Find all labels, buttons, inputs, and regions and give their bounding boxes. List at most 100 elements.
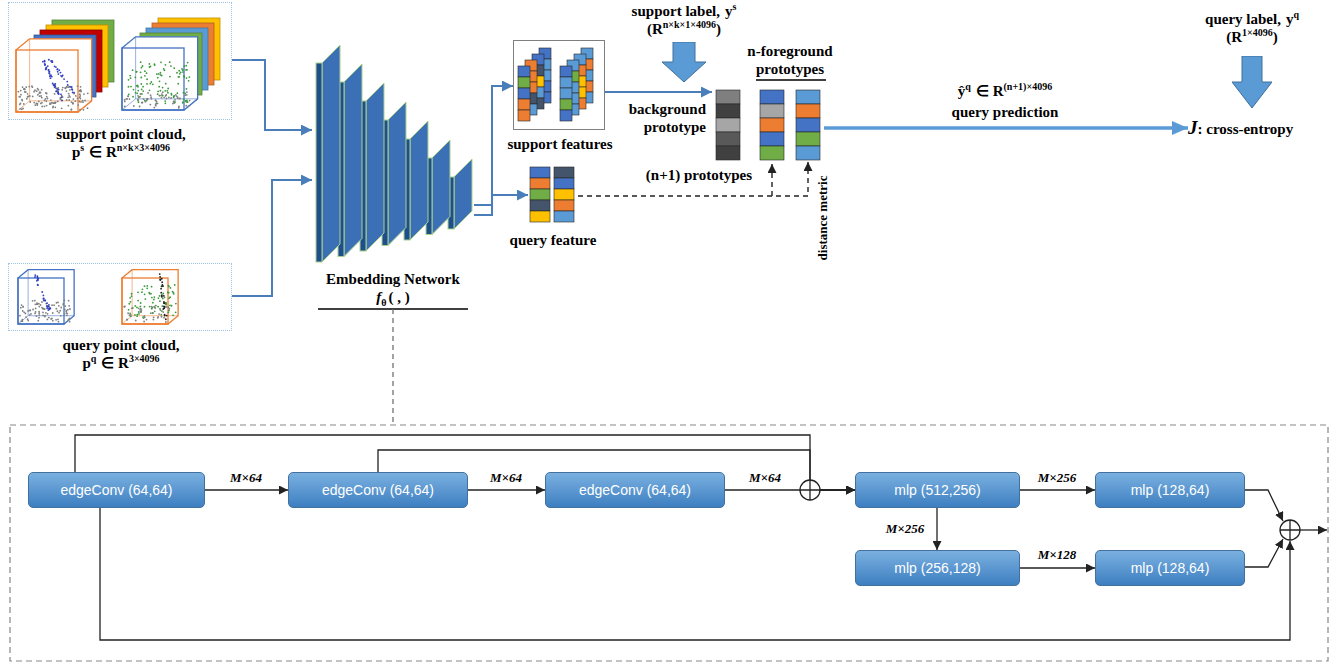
- cloud-point: [179, 98, 181, 100]
- cloud-point: [173, 95, 175, 97]
- cloud-point: [64, 305, 66, 307]
- cloud-point: [37, 88, 39, 90]
- cloud-point: [166, 98, 168, 100]
- cloud-point: [73, 93, 75, 95]
- cloud-point: [49, 307, 51, 309]
- cloud-point: [44, 60, 46, 62]
- cloud-point: [142, 102, 144, 104]
- cloud-point: [169, 296, 171, 298]
- cloud-point: [56, 88, 58, 90]
- cloud-point: [21, 108, 23, 110]
- cloud-point: [51, 102, 53, 104]
- cloud-point: [138, 97, 140, 99]
- cloud-point: [159, 279, 161, 281]
- cloud-point: [155, 305, 157, 307]
- cloud-point: [182, 101, 184, 103]
- cloud-point: [137, 95, 139, 97]
- cloud-point: [42, 312, 44, 314]
- cloud-point: [130, 77, 132, 79]
- query-point-cloud: query point cloud,pq∈ R3×4096: [8, 263, 232, 331]
- text-block: (R1×4096): [1172, 28, 1332, 46]
- cloud-point: [140, 61, 142, 63]
- cloud-point: [54, 106, 56, 108]
- feature-cell: [518, 88, 530, 99]
- cloud-point: [34, 313, 36, 315]
- feature-cell: [518, 77, 530, 88]
- cloud-point: [163, 295, 165, 297]
- cloud-point: [128, 94, 130, 96]
- cloud-point: [171, 94, 173, 96]
- cloud-point: [61, 96, 63, 98]
- cube-hull: [122, 37, 198, 110]
- mlp-box: mlp (256,128): [855, 550, 1020, 586]
- caption-text: query label,: [1205, 11, 1281, 27]
- cloud-point: [144, 70, 146, 72]
- cloud-point: [47, 309, 49, 311]
- text-block: query feature: [488, 231, 618, 249]
- cloud-point: [52, 105, 54, 107]
- cloud-point: [36, 90, 38, 92]
- cloud-point: [60, 307, 62, 309]
- cloud-point: [77, 85, 79, 87]
- cloud-point: [137, 291, 139, 293]
- cloud-point: [29, 95, 31, 97]
- merge-line: [1245, 539, 1283, 567]
- cloud-point: [64, 309, 66, 311]
- cloud-point: [173, 67, 175, 69]
- cloud-point: [46, 93, 48, 95]
- cloud-point: [82, 101, 84, 103]
- cloud-point: [161, 95, 163, 97]
- caption-text: p: [72, 144, 80, 160]
- cloud-point: [57, 318, 59, 320]
- cloud-point: [168, 308, 170, 310]
- cloud-point: [183, 92, 185, 94]
- cloud-point: [136, 71, 138, 73]
- cloud-point: [50, 99, 52, 101]
- caption-text: s: [732, 1, 736, 12]
- cloud-point: [161, 296, 163, 298]
- cube-hull: [16, 39, 92, 112]
- cloud-point: [25, 86, 27, 88]
- cloud-point: [68, 300, 70, 302]
- cloud-point: [163, 305, 165, 307]
- cloud-point: [129, 297, 131, 299]
- cloud-point: [159, 273, 161, 275]
- support-point-cloud: support point cloud,ps∈ Rn×k×3×4096: [8, 2, 232, 120]
- cloud-point: [55, 90, 57, 92]
- cube-face: [18, 278, 64, 324]
- cloud-point: [155, 104, 157, 106]
- cloud-point: [169, 61, 171, 63]
- cloud-point: [172, 291, 174, 293]
- cloud-point: [177, 76, 179, 78]
- cloud-point: [22, 306, 24, 308]
- text-block: support label,ys: [584, 2, 784, 20]
- cloud-point: [55, 87, 57, 89]
- cloud-point: [148, 63, 150, 65]
- cloud-point: [79, 93, 81, 95]
- cloud-point: [151, 98, 153, 100]
- text-block: (Rn×k×1×4096): [584, 20, 784, 38]
- cloud-point: [157, 102, 159, 104]
- cloud-point: [130, 301, 132, 303]
- cloud-point: [22, 86, 24, 88]
- cloud-point: [152, 302, 154, 304]
- cloud-point: [162, 293, 164, 295]
- caption-text: p: [82, 355, 90, 371]
- cloud-point: [64, 87, 66, 89]
- cloud-point: [177, 97, 179, 99]
- cloud-point: [48, 71, 50, 73]
- cloud-point: [164, 64, 166, 66]
- cloud-point: [145, 101, 147, 103]
- cloud-point: [179, 73, 181, 75]
- cloud-point: [140, 71, 142, 73]
- math-label: ŷq∈ R(n+1)×4096: [925, 82, 1085, 100]
- cloud-point: [57, 93, 59, 95]
- cloud-point: [166, 315, 168, 317]
- cloud-point: [160, 61, 162, 63]
- cloud-point: [139, 305, 141, 307]
- caption-text: support point cloud,: [56, 126, 186, 142]
- sum-node: [1280, 520, 1300, 540]
- cloud-point: [42, 298, 44, 300]
- edgeconv-box: edgeConv (64,64): [28, 472, 205, 508]
